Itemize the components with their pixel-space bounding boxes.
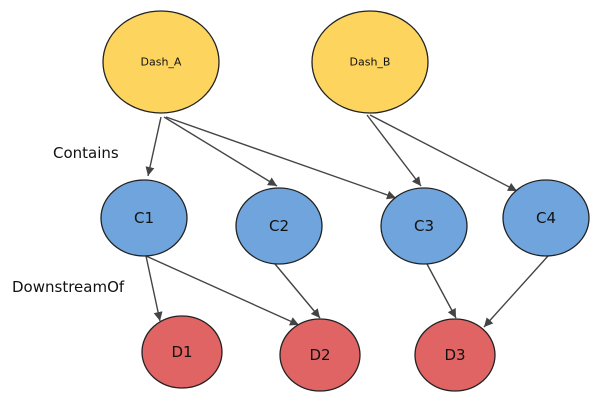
node-d1-label: D1	[171, 343, 192, 361]
edge-c1-to-d2	[145, 255, 300, 326]
edge-dash-b-to-c4	[369, 114, 518, 192]
node-dash-a: Dash_A	[102, 10, 220, 114]
node-c2-shape	[235, 187, 323, 265]
node-d1: D1	[141, 315, 223, 389]
edge-c4-to-d3	[483, 255, 549, 328]
edges-layer	[145, 114, 549, 328]
node-dash-b-label: Dash_B	[350, 56, 391, 69]
node-c1-shape	[100, 179, 188, 257]
edge-dash-a-to-c3	[165, 116, 397, 200]
edge-dash-b-to-c3	[366, 114, 422, 187]
contains-label: Contains	[53, 144, 119, 162]
edge-c3-to-d3	[426, 263, 457, 319]
node-d3: D3	[414, 318, 496, 392]
node-dash-b-shape	[311, 10, 429, 114]
node-c4-shape	[502, 179, 590, 257]
node-c1-label: C1	[134, 209, 154, 227]
node-d2-shape	[279, 318, 361, 392]
node-dash-a-shape	[102, 10, 220, 114]
node-c2: C2	[235, 187, 323, 265]
node-dash-a-label: Dash_A	[141, 56, 182, 69]
node-d2: D2	[279, 318, 361, 392]
node-d2-label: D2	[309, 346, 330, 364]
edge-c2-to-d2	[274, 263, 321, 319]
node-c2-label: C2	[269, 217, 289, 235]
node-c4-label: C4	[536, 209, 556, 227]
edge-dash-a-to-c2	[163, 116, 278, 187]
edge-dash-a-to-c1	[145, 116, 162, 177]
node-c4: C4	[502, 179, 590, 257]
node-d1-shape	[141, 315, 223, 389]
node-c3-shape	[380, 187, 468, 265]
node-dash-b: Dash_B	[311, 10, 429, 114]
node-d3-label: D3	[444, 346, 465, 364]
node-c3-label: C3	[414, 217, 434, 235]
downstream-of-label: DownstreamOf	[12, 278, 125, 296]
edge-c1-to-d1	[145, 255, 163, 322]
node-d3-shape	[414, 318, 496, 392]
node-c1: C1	[100, 179, 188, 257]
node-c3: C3	[380, 187, 468, 265]
